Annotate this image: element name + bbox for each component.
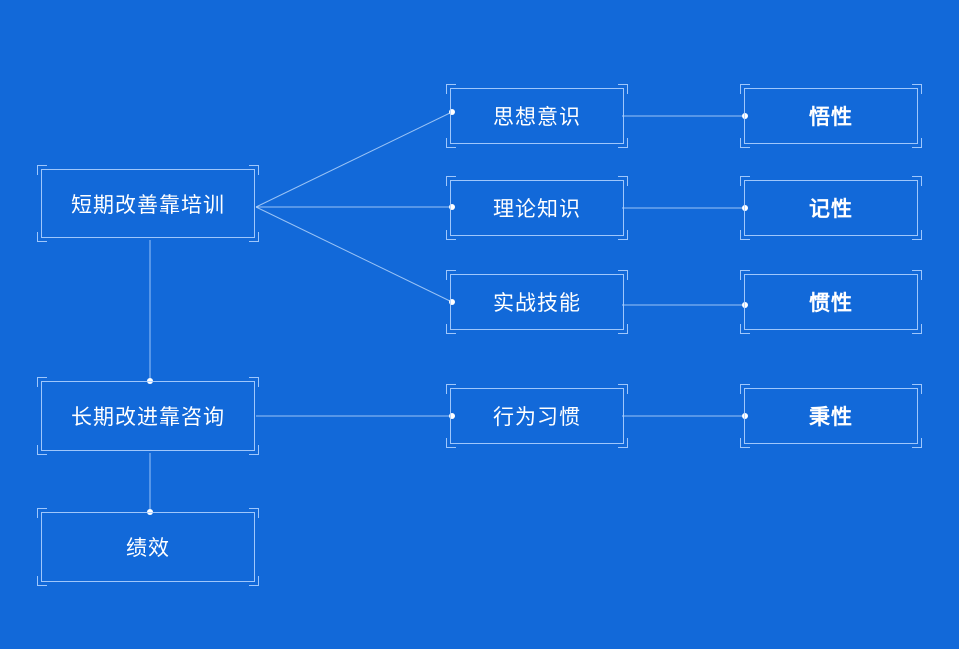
node-label: 短期改善靠培训 xyxy=(71,192,225,217)
node-label: 秉性 xyxy=(809,405,853,429)
node-jixing: 记性 xyxy=(740,176,922,240)
node-habits: 行为习惯 xyxy=(446,384,628,448)
node-long-consulting: 长期改进靠咨询 xyxy=(37,377,259,455)
connector-dot xyxy=(742,205,748,211)
node-short-training: 短期改善靠培训 xyxy=(37,165,259,242)
node-theory: 理论知识 xyxy=(446,176,628,240)
node-wuxing: 悟性 xyxy=(740,84,922,148)
connector-dot xyxy=(742,113,748,119)
node-label: 惯性 xyxy=(809,291,853,315)
node-label: 悟性 xyxy=(809,105,853,129)
connector-dot xyxy=(742,413,748,419)
node-performance: 绩效 xyxy=(37,508,259,586)
node-label: 思想意识 xyxy=(493,105,581,129)
node-label: 行为习惯 xyxy=(493,405,581,429)
connector-training-skills xyxy=(255,206,453,303)
node-label: 记性 xyxy=(809,197,853,221)
node-thinking: 思想意识 xyxy=(446,84,628,148)
node-label: 实战技能 xyxy=(493,291,581,315)
node-guanxing: 惯性 xyxy=(740,270,922,334)
connector-training-thinking xyxy=(255,111,453,208)
node-label: 理论知识 xyxy=(493,197,581,221)
connector-dot xyxy=(742,302,748,308)
node-label: 绩效 xyxy=(126,536,170,560)
node-bingxing: 秉性 xyxy=(740,384,922,448)
node-skills: 实战技能 xyxy=(446,270,628,334)
node-label: 长期改进靠咨询 xyxy=(71,405,225,429)
